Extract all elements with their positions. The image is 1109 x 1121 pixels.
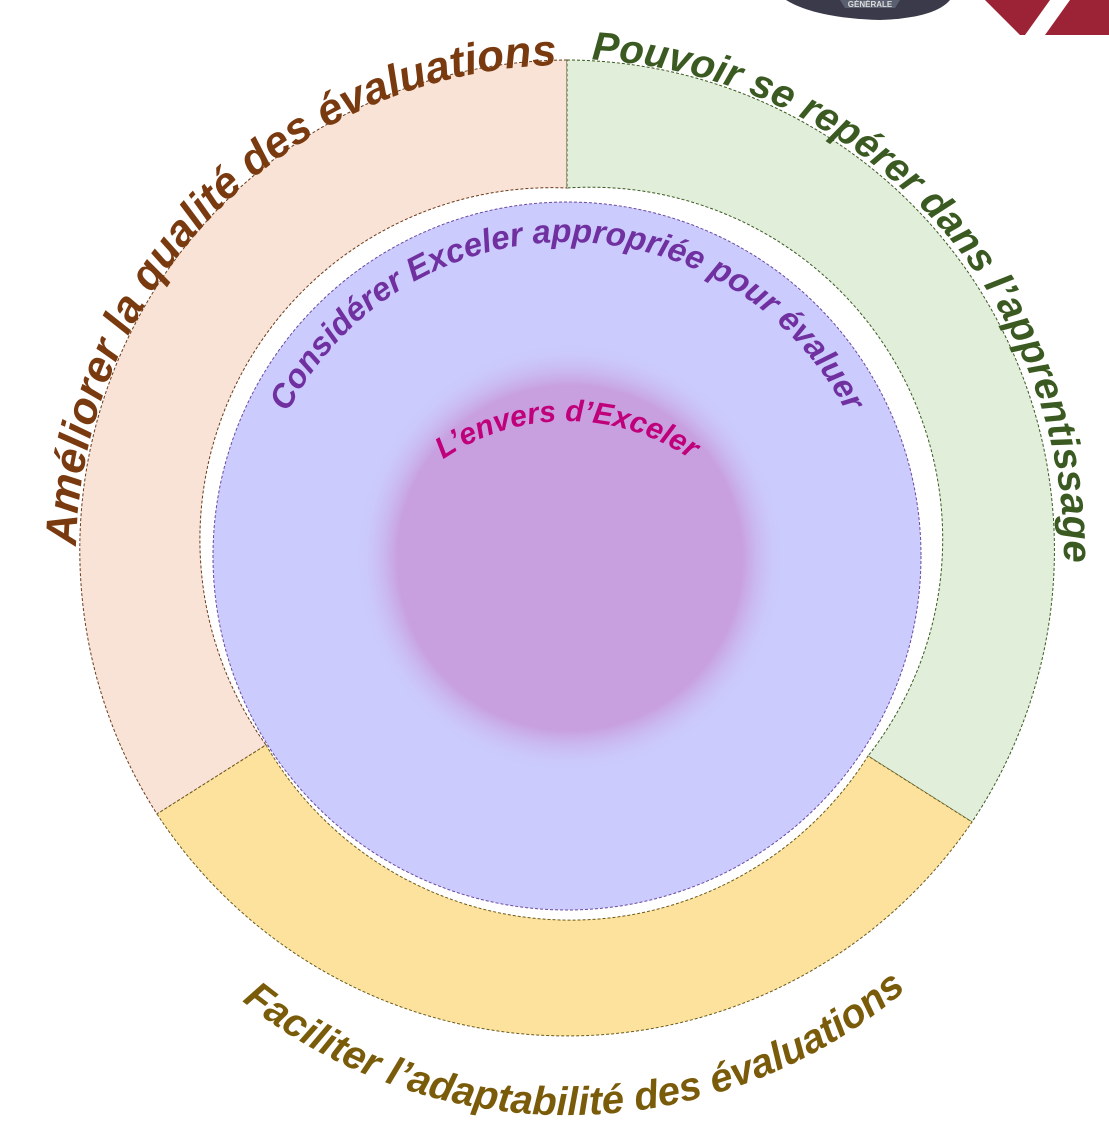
segment-top-left bbox=[79, 59, 568, 815]
segment-bottom bbox=[156, 744, 973, 1037]
core-circle bbox=[355, 343, 785, 773]
logo-caption: GÉNÉRALE bbox=[848, 0, 893, 9]
logo-partial: GÉNÉRALE bbox=[786, 0, 1109, 35]
segment-top-right bbox=[566, 59, 1055, 823]
